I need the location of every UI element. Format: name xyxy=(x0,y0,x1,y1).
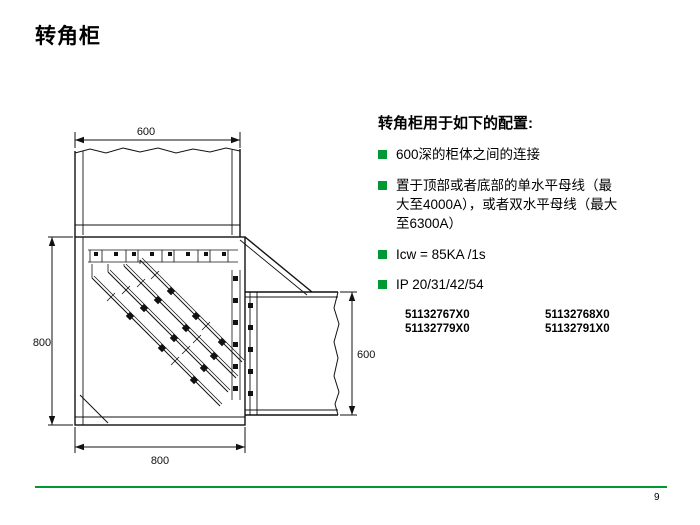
dim-top-label: 600 xyxy=(137,126,155,138)
top-busbar-band xyxy=(88,249,238,278)
bullet-list: 600深的柜体之间的连接 置于顶部或者底部的单水平母线（最大至4000A），或者… xyxy=(378,146,678,295)
dim-left-label: 800 xyxy=(33,337,51,349)
part-number: 51132767X0 xyxy=(405,309,470,322)
part-number: 51132791X0 xyxy=(545,323,610,336)
bullet-text: 置于顶部或者底部的单水平母线（最大至4000A），或者双水平母线（最大至6300… xyxy=(396,177,618,231)
part-numbers: 51132767X0 51132768X0 51132779X0 5113279… xyxy=(405,309,678,335)
bullet-text: IP 20/31/42/54 xyxy=(396,277,484,293)
corner-cabinet-diagram: 600 xyxy=(28,120,378,468)
busbar-b xyxy=(107,269,231,393)
list-item: 600深的柜体之间的连接 xyxy=(378,146,678,165)
list-item: Icw = 85KA /1s xyxy=(378,246,678,265)
busbar-d xyxy=(139,257,245,363)
bullet-text: 600深的柜体之间的连接 xyxy=(396,147,541,162)
busbar-connection-squares xyxy=(94,252,226,256)
corner-cabinet-drawing: 600 xyxy=(33,126,376,467)
dimension-left: 800 xyxy=(33,236,73,426)
list-item: IP 20/31/42/54 xyxy=(378,276,678,295)
dimension-right: 600 xyxy=(340,291,375,416)
dimension-top: 600 xyxy=(74,126,241,148)
right-busbar-band xyxy=(231,270,241,400)
dim-right-label: 600 xyxy=(357,349,375,361)
busbar-c xyxy=(123,263,239,379)
upper-cabinet-section xyxy=(74,147,241,237)
bullet-square-icon xyxy=(378,249,387,259)
main-cabinet-body xyxy=(74,236,313,426)
content-panel: 转角柜用于如下的配置: 600深的柜体之间的连接 置于顶部或者底部的单水平母线（… xyxy=(378,112,678,335)
dimension-bottom: 800 xyxy=(74,427,246,467)
dim-bottom-label: 800 xyxy=(151,455,169,467)
busbar-a xyxy=(91,275,223,407)
right-cabinet-section xyxy=(245,291,340,416)
bullet-square-icon xyxy=(378,150,387,159)
part-number: 51132768X0 xyxy=(545,309,610,322)
page-number: 9 xyxy=(654,492,660,503)
part-number: 51132779X0 xyxy=(405,323,470,336)
footer-divider xyxy=(35,486,667,488)
right-cabinet-busbar xyxy=(248,303,253,396)
bullet-square-icon xyxy=(378,280,387,290)
diagonal-busbars xyxy=(91,257,245,407)
panel-heading: 转角柜用于如下的配置: xyxy=(378,115,533,132)
page-title: 转角柜 xyxy=(35,25,101,48)
bullet-square-icon xyxy=(378,180,387,190)
bullet-text: Icw = 85KA /1s xyxy=(396,246,486,262)
list-item: 置于顶部或者底部的单水平母线（最大至4000A），或者双水平母线（最大至6300… xyxy=(378,177,678,234)
